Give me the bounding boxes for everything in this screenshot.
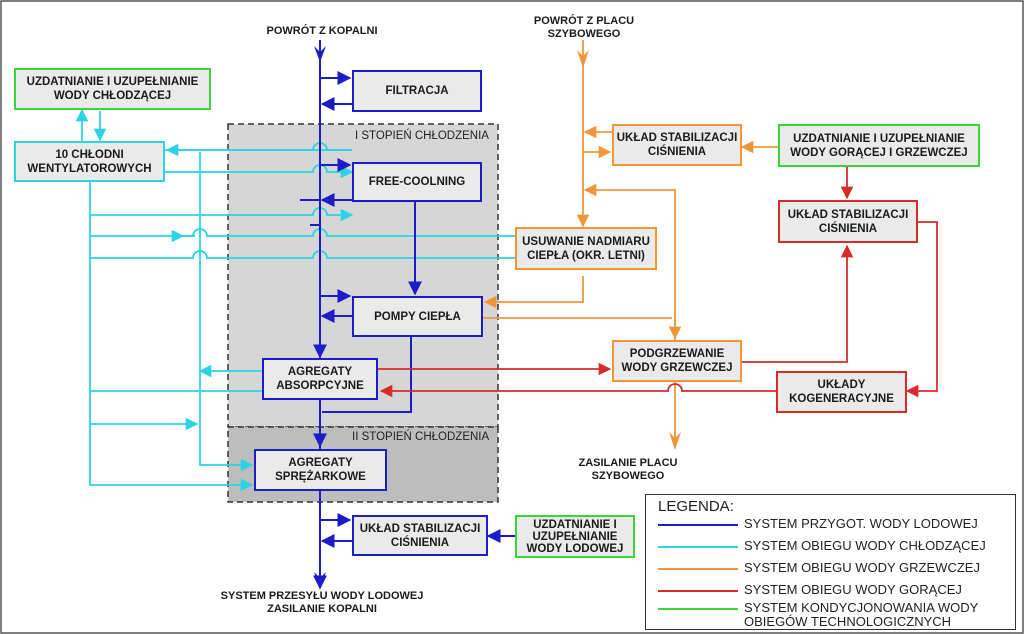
legend-row-lodowa: SYSTEM PRZYGOT. WODY LODOWEJ <box>656 515 1016 533</box>
legend-title: LEGENDA: <box>658 498 734 515</box>
red-lines <box>378 167 938 398</box>
legend-label-chlodzaca: SYSTEM OBIEGU WODY CHŁODZĄCEJ <box>744 538 986 553</box>
legend-label-grzewcza: SYSTEM OBIEGU WODY GRZEWCZEJ <box>744 560 980 575</box>
agregaty-absorpcyjne-line1: AGREGATY <box>287 366 353 378</box>
legend-swatch-grzewcza <box>658 568 738 570</box>
powrot-z-placu-label: POWRÓT Z PLACU SZYBOWEGO <box>524 15 644 41</box>
zasilanie-placu-line1: ZASILANIE PLACU <box>578 457 678 469</box>
agregaty-sprezarkowe-box: AGREGATY SPRĘŻARKOWE <box>254 449 387 491</box>
uklad-stabilizacji-lodowej-box: UKŁAD STABILIZACJI CIŚNIENIA <box>352 515 488 556</box>
filtracja-box: FILTRACJA <box>352 70 482 112</box>
legend-row-goraca: SYSTEM OBIEGU WODY GORĄCEJ <box>656 581 1016 599</box>
inlet-arrow-orange <box>577 50 589 68</box>
legend-label-kondycjonowanie: SYSTEM KONDYCJONOWANIA WODY <box>744 600 979 615</box>
uzdatnianie-goracej-box: UZDATNIANIE I UZUPEŁNIANIE WODY GORĄCEJ … <box>778 124 980 167</box>
orange-lines <box>483 40 778 440</box>
stage1-title: I STOPIEŃ CHŁODZENIA <box>355 130 489 142</box>
legend-swatch-goraca <box>658 590 738 592</box>
uzdatnianie-lodowej-box: UZDATNIANIE I UZUPEŁNIANIE WODY LODOWEJ <box>515 515 635 558</box>
podgrzewanie-box: PODGRZEWANIE WODY GRZEWCZEJ <box>612 340 742 382</box>
usuwanie-ciepla-line2: CIEPŁA (OKR. LETNI) <box>527 249 645 262</box>
uzdatnianie-chlodzacej-line2: WODY CHŁODZĄCEJ <box>53 90 172 102</box>
outlet-arrow-orange <box>669 432 681 450</box>
uzdatnianie-lodowej-line3: WODY LODOWEJ <box>526 542 624 555</box>
uzdatnianie-lodowej-line1: UZDATNIANIE I <box>533 518 617 531</box>
agregaty-sprezarkowe-line2: SPRĘŻARKOWE <box>275 471 366 483</box>
powrot-z-kopalni-label: POWRÓT Z KOPALNI <box>266 25 378 37</box>
przesyl-label: SYSTEM PRZESYŁU WODY LODOWEJ ZASILANIE K… <box>212 590 432 616</box>
free-coolning-label: FREE-COOLNING <box>368 176 466 188</box>
legend-row-grzewcza: SYSTEM OBIEGU WODY GRZEWCZEJ <box>656 559 1016 577</box>
uklad-stab-goracej-line1: UKŁAD STABILIZACJI <box>787 208 909 221</box>
legend-label-kondycjonowanie-cont: OBIEGÓW TECHNOLOGICZNYCH <box>744 614 952 629</box>
przesyl-line2: ZASILANIE KOPALNI <box>267 603 377 615</box>
chlodnie-line2: WENTYLATOROWYCH <box>27 162 152 175</box>
zasilanie-placu-line2: SZYBOWEGO <box>591 470 665 482</box>
stage2-title: II STOPIEŃ CHŁODZENIA <box>352 431 490 443</box>
uzdatnianie-chlodzacej-box: UZDATNIANIE I UZUPEŁNIANIE WODY CHŁODZĄC… <box>14 68 211 110</box>
uklad-stab-goracej-line2: CIŚNIENIA <box>818 222 878 235</box>
powrot-z-placu-line2: SZYBOWEGO <box>547 28 621 40</box>
chlodnie-box: 10 CHŁODNI WENTYLATOROWYCH <box>14 141 165 182</box>
przesyl-line1: SYSTEM PRZESYŁU WODY LODOWEJ <box>220 590 424 602</box>
outlet-arrow-blue <box>314 572 326 590</box>
uzdatnianie-goracej-line2: WODY GORĄCEJ I GRZEWCZEJ <box>790 146 968 159</box>
uklad-stabilizacji-grzewczej-box: UKŁAD STABILIZACJI CIŚNIENIA <box>612 124 742 166</box>
uzdatnianie-lodowej-line2: UZUPEŁNIANIE <box>532 530 618 543</box>
chlodnie-line1: 10 CHŁODNI <box>55 148 124 161</box>
legend-swatch-kondycjonowanie <box>658 608 738 610</box>
agregaty-sprezarkowe-line1: AGREGATY <box>288 457 353 469</box>
kogeneracja-line1: UKŁADY <box>817 379 866 391</box>
usuwanie-ciepla-line1: USUWANIE NADMIARU <box>522 235 650 248</box>
podgrzewanie-line2: WODY GRZEWCZEJ <box>621 362 733 374</box>
inlet-arrow-blue <box>314 46 326 62</box>
legend-swatch-chlodzaca <box>658 546 738 548</box>
uzdatnianie-goracej-line1: UZDATNIANIE I UZUPEŁNIANIE <box>793 132 965 145</box>
legend: LEGENDA: SYSTEM PRZYGOT. WODY LODOWEJ SY… <box>645 494 1016 630</box>
kogeneracja-line2: KOGENERACYJNE <box>789 393 894 405</box>
pompy-ciepla-label: POMPY CIEPŁA <box>374 310 461 323</box>
legend-row-chlodzaca: SYSTEM OBIEGU WODY CHŁODZĄCEJ <box>656 537 1016 555</box>
podgrzewanie-line1: PODGRZEWANIE <box>629 348 725 360</box>
filtracja-label: FILTRACJA <box>385 85 449 97</box>
kogeneracja-box: UKŁADY KOGENERACYJNE <box>776 371 907 413</box>
pompy-ciepla-box: POMPY CIEPŁA <box>352 296 483 337</box>
uklad-stab-grzewczej-line2: CIŚNIENIA <box>647 146 707 158</box>
zasilanie-placu-label: ZASILANIE PLACU SZYBOWEGO <box>568 457 688 483</box>
uzdatnianie-chlodzacej-line1: UZDATNIANIE I UZUPEŁNIANIE <box>26 76 199 88</box>
powrot-z-placu-line1: POWRÓT Z PLACU <box>533 15 635 27</box>
legend-label-goraca: SYSTEM OBIEGU WODY GORĄCEJ <box>744 582 962 597</box>
legend-row-kondycjonowanie: SYSTEM KONDYCJONOWANIA WODY <box>656 599 1016 617</box>
agregaty-absorpcyjne-box: AGREGATY ABSORPCYJNE <box>262 358 378 400</box>
uklad-stab-grzewczej-line1: UKŁAD STABILIZACJI <box>616 132 738 144</box>
uklad-stab-lodowej-line1: UKŁAD STABILIZACJI <box>359 522 481 535</box>
legend-swatch-lodowa <box>658 524 738 526</box>
legend-label-lodowa: SYSTEM PRZYGOT. WODY LODOWEJ <box>744 516 978 531</box>
uklad-stab-lodowej-line2: CIŚNIENIA <box>390 536 450 549</box>
free-coolning-box: FREE-COOLNING <box>352 162 482 202</box>
legend-row-kondycjonowanie-cont: OBIEGÓW TECHNOLOGICZNYCH <box>656 613 1016 631</box>
agregaty-absorpcyjne-line2: ABSORPCYJNE <box>276 380 364 392</box>
uklad-stabilizacji-goracej-box: UKŁAD STABILIZACJI CIŚNIENIA <box>778 200 918 243</box>
usuwanie-ciepla-box: USUWANIE NADMIARU CIEPŁA (OKR. LETNI) <box>515 227 657 270</box>
